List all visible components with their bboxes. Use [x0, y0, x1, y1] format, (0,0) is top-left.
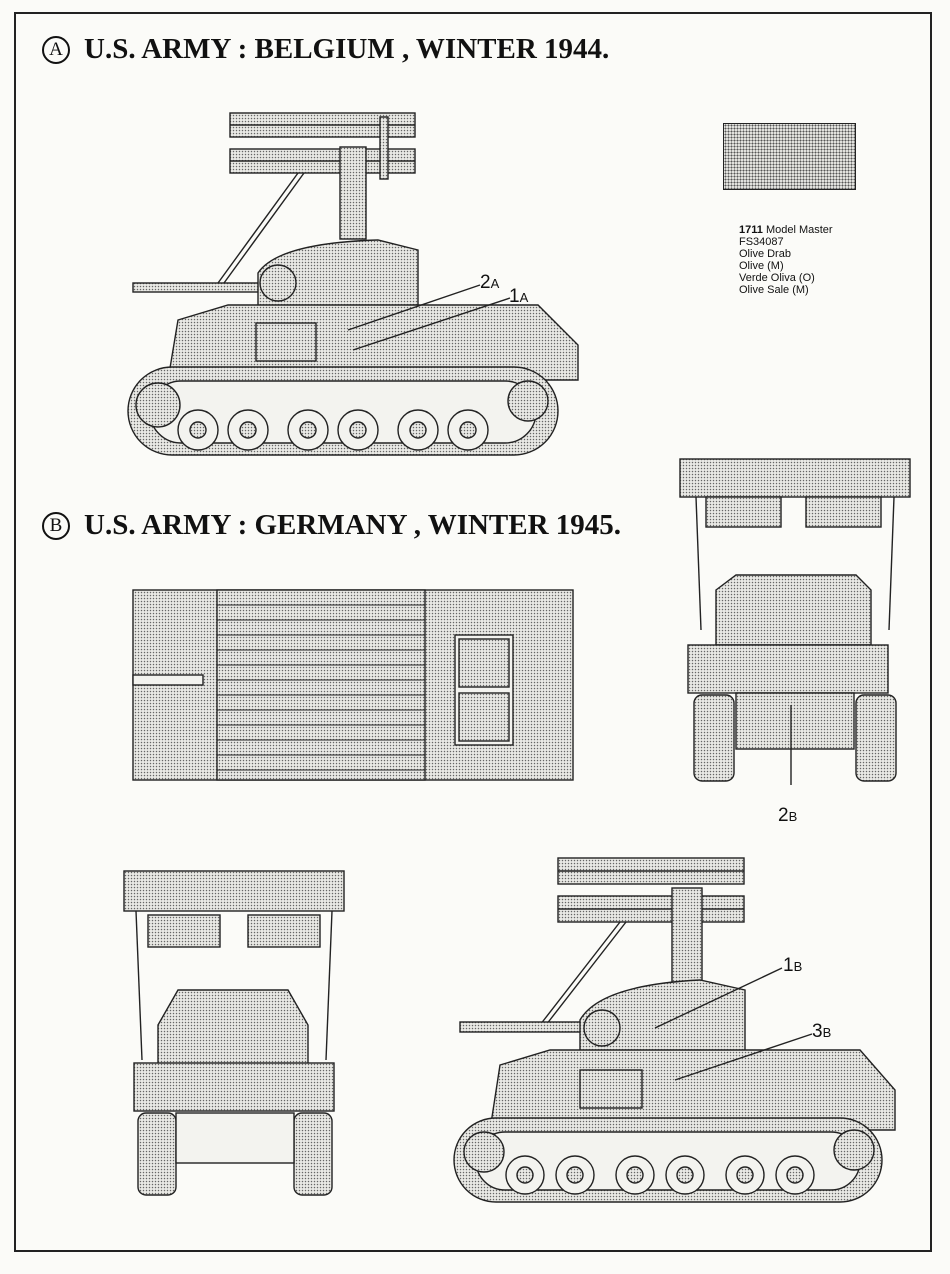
- section-a-marker: A: [42, 36, 70, 64]
- section-b-heading: B U.S. ARMY : GERMANY , WINTER 1945.: [42, 509, 621, 542]
- side-view-a-illustration: [118, 105, 588, 465]
- paint-name: Olive (M): [739, 260, 833, 272]
- front-view-illustration: [118, 865, 348, 1200]
- section-b-title: U.S. ARMY : GERMANY , WINTER 1945.: [84, 509, 621, 542]
- callout-a-1: 1A: [509, 286, 528, 308]
- callout-b-2: 2B: [778, 805, 797, 827]
- paint-brand: Model Master: [766, 224, 833, 236]
- paint-reference: 1711 Model Master FS34087 Olive Drab Oli…: [739, 224, 833, 296]
- olive-drab-swatch: [723, 123, 856, 190]
- section-a-heading: A U.S. ARMY : BELGIUM , WINTER 1944.: [42, 33, 609, 66]
- paint-name: Olive Drab: [739, 248, 833, 260]
- callout-b-3: 3B: [812, 1021, 831, 1043]
- side-view-b-illustration: [450, 850, 910, 1210]
- rear-view-illustration: [676, 455, 914, 785]
- section-b-marker: B: [42, 512, 70, 540]
- top-view-illustration: [125, 585, 580, 785]
- paint-name: Verde Oliva (O): [739, 272, 833, 284]
- section-a-title: U.S. ARMY : BELGIUM , WINTER 1944.: [84, 33, 609, 66]
- paint-code: 1711: [739, 224, 763, 236]
- paint-fs-number: FS34087: [739, 236, 833, 248]
- paint-name: Olive Sale (M): [739, 284, 833, 296]
- callout-b-1: 1B: [783, 955, 802, 977]
- callout-a-2: 2A: [480, 272, 499, 294]
